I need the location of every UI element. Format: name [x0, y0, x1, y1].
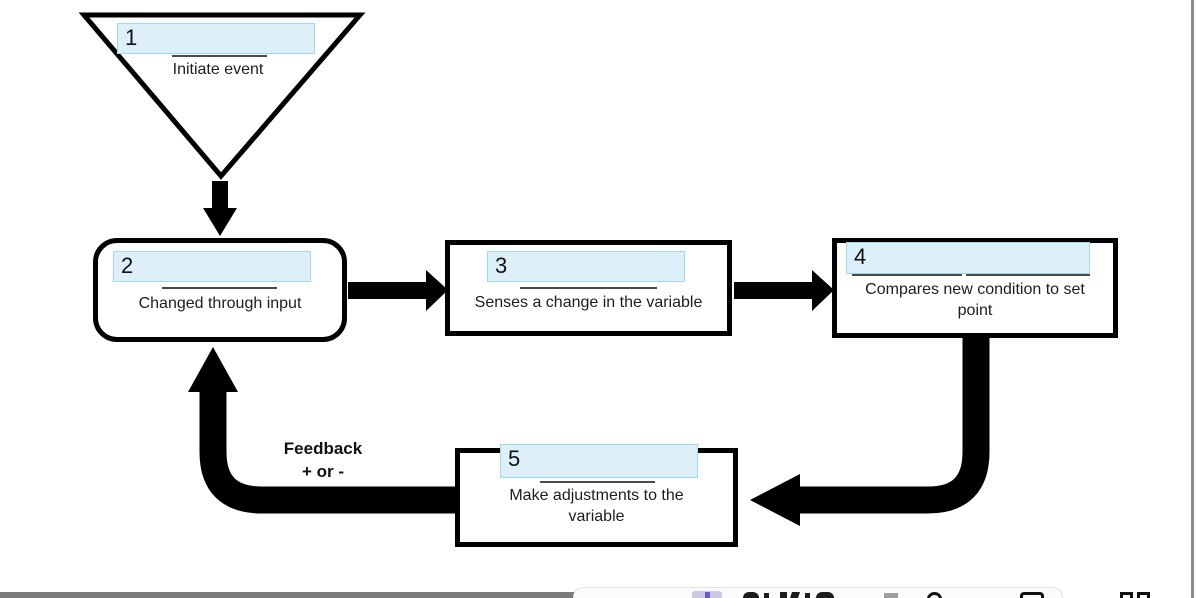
blank-line-5: [540, 481, 655, 483]
info-circle-icon[interactable]: [927, 592, 942, 598]
letter-glyph: [764, 593, 769, 598]
blank-line-4a: [852, 274, 962, 276]
blank-line-2: [162, 287, 277, 289]
node-label-3: Senses a change in the variable: [474, 294, 703, 311]
blank-line-1: [172, 55, 267, 57]
bottom-taskbar-edge: [0, 592, 656, 598]
letter-glyph: [780, 592, 787, 598]
arrow-down-1-2: [203, 181, 237, 236]
triangle-shape: [78, 12, 366, 180]
node-label-1: Initiate event: [172, 61, 264, 78]
arrow-4-5-curved: [750, 336, 990, 526]
window-icon[interactable]: [1020, 592, 1044, 598]
arrow-2-3: [348, 270, 448, 311]
letter-glyph: [743, 592, 759, 598]
node-label-5: Make adjustments to the variable: [509, 487, 684, 525]
answer-input-3[interactable]: 3: [487, 251, 685, 282]
grid-icon[interactable]: [1137, 592, 1150, 598]
node-label-2: Changed through input: [138, 295, 302, 312]
answer-input-4[interactable]: 4: [846, 242, 1090, 274]
answer-input-1[interactable]: 1: [117, 23, 315, 54]
letter-glyph: [805, 593, 810, 598]
answer-input-2[interactable]: 2: [113, 251, 311, 282]
text-cursor-icon: [705, 592, 710, 598]
blank-line-3: [520, 287, 657, 289]
arrow-5-2-curved: [188, 347, 460, 514]
answer-input-5[interactable]: 5: [500, 444, 698, 478]
feedback-annotation: Feedback + or -: [283, 439, 363, 481]
grid-icon[interactable]: [1120, 592, 1133, 598]
blank-line-4b: [966, 274, 1090, 276]
arrow-3-4: [734, 270, 834, 311]
letter-glyph: [816, 592, 834, 598]
letter-glyph: [884, 593, 898, 598]
node-label-4: Compares new condition to set point: [865, 281, 1085, 319]
window-right-border: [1191, 0, 1194, 598]
